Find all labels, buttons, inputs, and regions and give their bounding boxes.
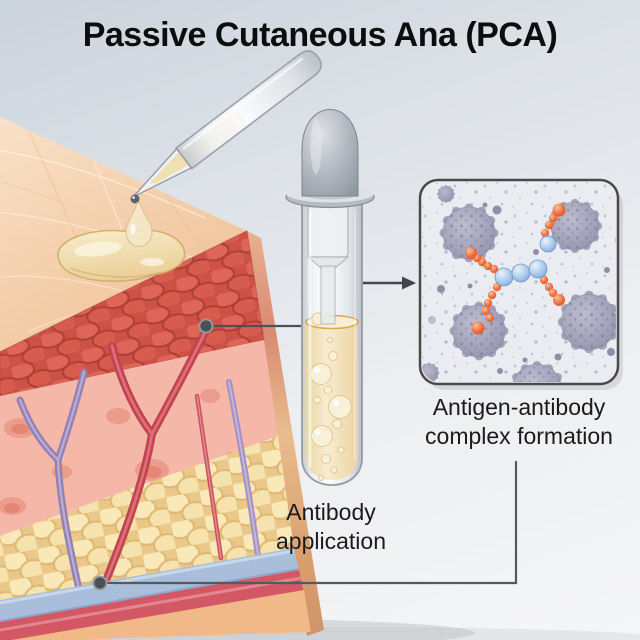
label-antibody-line1: Antibody (286, 499, 376, 525)
page-title: Passive Cutaneous Ana (PCA) (82, 16, 558, 54)
granule-dots (428, 202, 616, 374)
label-complex-line2: complex formation (425, 423, 613, 449)
dropper-bulb (301, 109, 359, 197)
connector-dot-dermis (92, 575, 108, 591)
label-antibody-application: Antibody application (226, 498, 436, 556)
arrow-to-inset-icon (363, 276, 416, 290)
skin-cross-section-block (0, 117, 324, 640)
vessel-tree-purple (16, 368, 261, 598)
tube-liquid (305, 312, 359, 481)
connector-line-dermis-to-inset-label (92, 461, 518, 591)
tilted-pipette (130, 50, 322, 204)
antigen-antibody-complex (465, 203, 566, 335)
inset-panel (418, 178, 623, 390)
blood-vessels (16, 326, 261, 607)
connector-dot-epidermis (198, 318, 214, 334)
surface-droplet-pool (57, 229, 186, 282)
vein-band (0, 548, 299, 624)
label-complex-line1: Antigen-antibody (432, 394, 606, 420)
connector-line-epidermis-to-tube (198, 318, 301, 334)
falling-droplet (125, 202, 153, 248)
label-complex-formation: Antigen-antibody complex formation (404, 393, 634, 451)
antibody-dropper-tube (285, 109, 375, 486)
pipette-tip-drop (130, 194, 140, 204)
subcutis-base (11, 590, 311, 640)
label-antibody-line2: application (276, 528, 386, 554)
skin-block-side-face (247, 231, 324, 636)
artery-band (0, 570, 304, 640)
